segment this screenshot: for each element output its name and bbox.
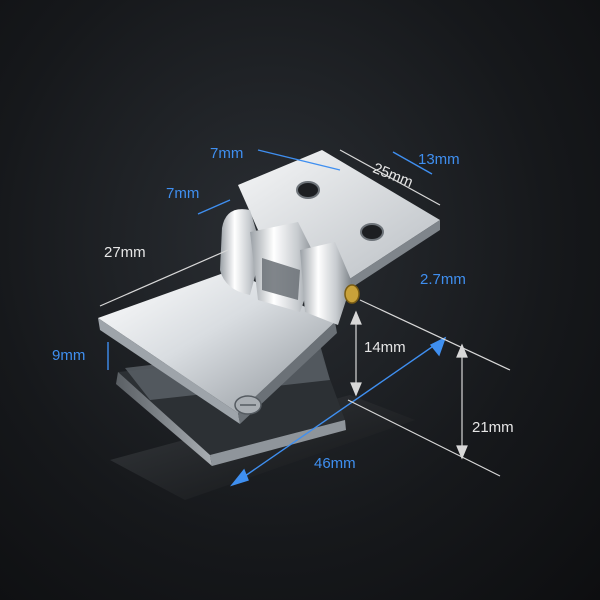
lower-jaw-front <box>210 420 346 466</box>
dimension-label-2-7mm: 2.7mm <box>420 271 466 288</box>
dimension-label-21mm: 21mm <box>472 419 514 436</box>
brass-set-screw <box>344 284 360 304</box>
hinge-knuckle-right <box>300 242 352 325</box>
ext-line-base <box>347 399 501 477</box>
dimension-label-46mm: 46mm <box>314 455 356 472</box>
top-plate-right-edge <box>238 322 337 424</box>
dim-line-13mm <box>392 151 433 175</box>
dim-line-7mm-left <box>197 199 231 215</box>
wing-hole-bottom <box>360 223 384 241</box>
dimension-label-14mm: 14mm <box>364 339 406 356</box>
dimension-label-7mm-left: 7mm <box>166 185 200 202</box>
dim-line-27mm <box>99 249 229 307</box>
lower-jaw-edge <box>116 372 212 466</box>
dimension-label-9mm: 9mm <box>52 347 86 364</box>
dim-line-46mm <box>231 337 446 486</box>
top-plate-front-edge <box>98 318 240 424</box>
hinge-knuckle-left <box>220 209 262 295</box>
hinge-spring-coil <box>262 258 300 300</box>
dimension-label-13mm: 13mm <box>418 151 460 168</box>
dim-line-7mm-top <box>257 149 341 171</box>
hinge-wing-plate <box>238 150 440 282</box>
hinge-wing-edge <box>345 220 440 292</box>
dim-line-25mm <box>339 149 441 206</box>
top-clamp-plate <box>98 270 335 413</box>
dimension-label-7mm-top: 7mm <box>210 145 244 162</box>
wing-hole-top <box>296 181 320 199</box>
ext-line-2-7mm <box>359 299 511 371</box>
dimension-label-27mm: 27mm <box>104 244 146 261</box>
